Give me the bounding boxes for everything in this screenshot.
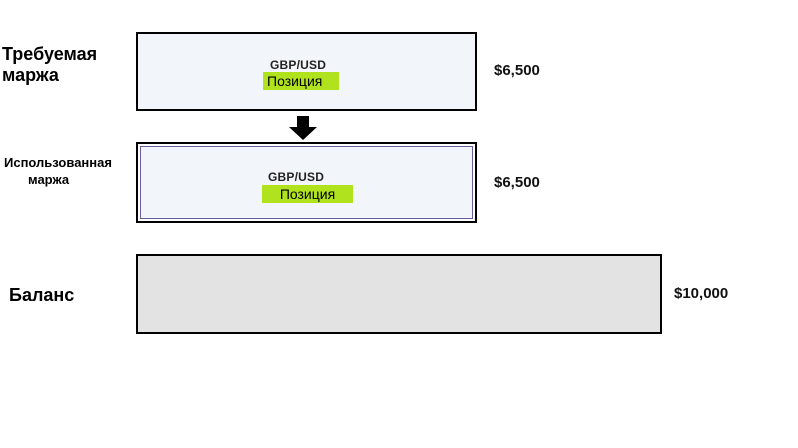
balance-box — [136, 254, 662, 334]
balance-label: Баланс — [9, 285, 75, 305]
used-margin-label-line1: Использованная — [4, 155, 112, 170]
used-margin-pair: GBP/USD — [268, 170, 325, 184]
balance-value: $10,000 — [674, 285, 729, 302]
arrow-down-icon — [289, 116, 317, 140]
required-margin-label-line2: маржа — [2, 64, 59, 85]
used-margin-position-tag: Позиция — [262, 185, 353, 203]
required-margin-label-line1: Требуемая — [2, 44, 98, 64]
required-margin-pair: GBP/USD — [270, 58, 327, 72]
used-margin-label: Использованная маржа — [4, 155, 136, 189]
required-margin-label: Требуемая маржа — [2, 44, 132, 85]
required-margin-box — [136, 32, 477, 111]
required-margin-value: $6,500 — [494, 62, 540, 79]
required-margin-position-tag: Позиция — [263, 72, 339, 90]
used-margin-label-line2: маржа — [28, 171, 70, 187]
used-margin-box — [136, 142, 477, 223]
used-margin-value: $6,500 — [494, 174, 540, 191]
